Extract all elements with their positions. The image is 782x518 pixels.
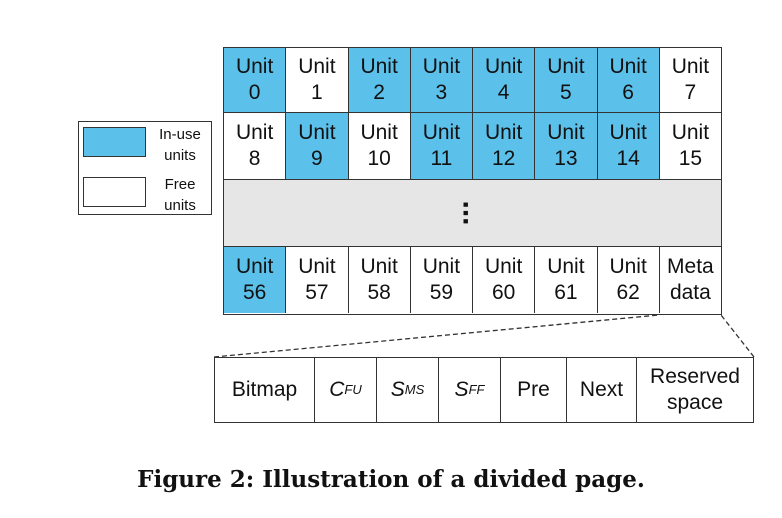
right-dashed-line [720, 314, 755, 358]
legend: In-use units Free units [78, 121, 212, 215]
unit-cell: Unit 4 [472, 48, 535, 112]
unit-cell: Unit 7 [658, 48, 721, 112]
unit-cell: Unit 61 [534, 247, 597, 313]
unit-cell: Unit 14 [596, 112, 659, 179]
unit-cell: Unit 10 [347, 112, 410, 179]
unit-cell: Unit 9 [285, 112, 348, 179]
unit-cell: Unit 62 [596, 247, 659, 313]
unit-cell: Unit 1 [285, 48, 348, 112]
unit-cell: Unit 0 [224, 48, 286, 112]
in-use-label: In-use units [159, 126, 201, 164]
left-dashed-line [213, 314, 660, 358]
unit-cell: Unit 11 [409, 112, 472, 179]
metadata-cell: Meta data [658, 247, 721, 313]
free-label: Free units [164, 176, 196, 214]
unit-cell: Unit 2 [347, 48, 410, 112]
ellipsis-row: ... [224, 179, 721, 247]
in-use-swatch [83, 127, 146, 157]
unit-cell: Unit 12 [472, 112, 535, 179]
reserved-space-field: Reserved space [636, 358, 753, 422]
figure-caption: Figure 2: Illustration of a divided page… [137, 466, 645, 493]
free-swatch [83, 177, 146, 207]
next-field: Next [566, 358, 636, 422]
unit-cell: Unit 60 [472, 247, 535, 313]
unit-cell: Unit 6 [596, 48, 659, 112]
unit-cell: Unit 8 [224, 112, 286, 179]
unit-cell: Unit 56 [224, 247, 286, 313]
bitmap-field: Bitmap [231, 378, 298, 401]
unit-cell: Unit 59 [409, 247, 472, 313]
pre-field: Pre [500, 358, 566, 422]
unit-cell: Unit 13 [534, 112, 597, 179]
unit-cell: Unit 57 [285, 247, 348, 313]
unit-cell: Unit 3 [409, 48, 472, 112]
unit-cell: Unit 15 [658, 112, 721, 179]
unit-cell: Unit 5 [534, 48, 597, 112]
unit-cell: Unit 58 [347, 247, 410, 313]
